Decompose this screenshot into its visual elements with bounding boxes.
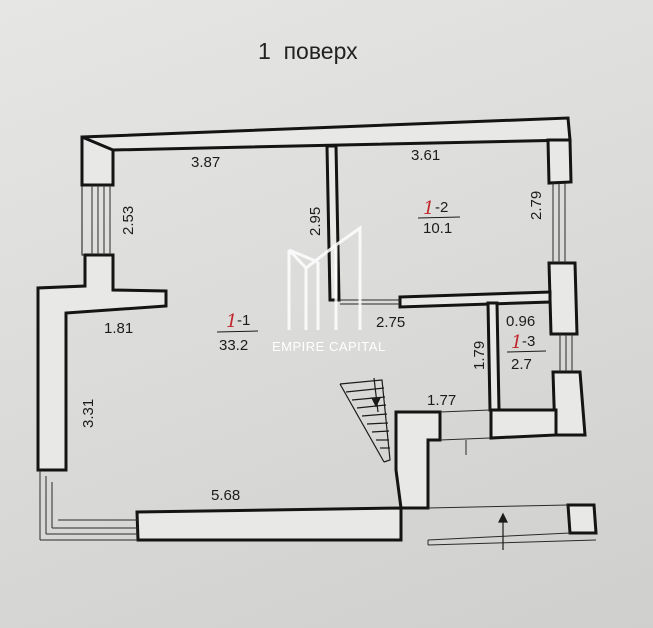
dim-0-96: 0.96: [506, 313, 535, 330]
wall-right-mid: [547, 261, 579, 336]
dim-2-53: 2.53: [120, 206, 137, 235]
watermark-logo: [287, 225, 362, 330]
wall-left-notch: [36, 253, 168, 472]
wall-entry-right: [566, 503, 598, 535]
floor-title: 1 поверх: [258, 38, 358, 64]
openings: [39, 183, 597, 546]
wall-partition-horizontal: [398, 290, 552, 309]
wall-bathroom-left: [486, 301, 501, 412]
dim-2-75: 2.75: [376, 314, 405, 331]
wall-left-upper: [81, 184, 93, 256]
room-1-2: 1 -2 10.1: [417, 198, 461, 237]
room-1-1: 1 -1 33.2: [216, 311, 259, 354]
room-area: 10.1: [423, 220, 452, 237]
dim-1-81: 1.81: [104, 320, 133, 337]
room-id-suffix: -1: [237, 312, 250, 329]
wall-right-low: [551, 370, 587, 437]
wall-bottom-right: [489, 408, 558, 440]
wall-stair-block: [394, 410, 442, 510]
staircase: [339, 377, 391, 463]
dim-1-77: 1.77: [427, 392, 456, 409]
walls: [36, 116, 598, 542]
dim-3-61: 3.61: [411, 147, 440, 164]
room-1-3: 1 -3 2.7: [506, 332, 547, 373]
entry-arrow: [498, 512, 508, 550]
dim-1-79: 1.79: [471, 341, 488, 370]
dim-2-95: 2.95: [307, 207, 324, 236]
stair-arrow-icon: [371, 397, 381, 408]
room-id-prefix: 1: [423, 198, 434, 219]
room-id-suffix: -3: [522, 333, 535, 350]
room-id-suffix: -2: [435, 199, 448, 216]
room-id-prefix: 1: [226, 311, 237, 332]
wall-bottom: [135, 506, 403, 542]
dim-3-31: 3.31: [80, 399, 97, 428]
dim-2-79: 2.79: [528, 191, 545, 220]
room-id-prefix: 1: [511, 332, 522, 353]
wall-right-top: [546, 138, 573, 185]
dim-3-87: 3.87: [191, 154, 220, 171]
dimensions: 3.87 3.61 2.53 2.95 2.79 1.81 2.75 0.96 …: [80, 147, 545, 504]
room-area: 2.7: [511, 356, 532, 373]
watermark-text: EMPIRE CAPITAL: [272, 339, 386, 354]
dim-5-68: 5.68: [211, 487, 240, 504]
room-area: 33.2: [219, 337, 248, 354]
entry-arrow-icon: [498, 512, 508, 523]
